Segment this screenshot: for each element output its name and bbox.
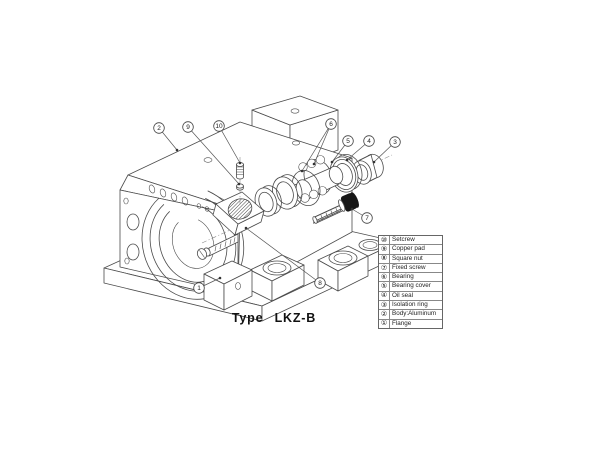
flange-screw xyxy=(196,233,239,260)
leader-dot xyxy=(218,276,222,280)
part-number: ⑦ xyxy=(379,263,390,273)
square-nut xyxy=(212,191,265,236)
part-label: Bearing cover xyxy=(392,282,431,290)
part-number: ③ xyxy=(379,301,390,310)
ring-washer-b xyxy=(272,174,303,210)
part-label: Flange xyxy=(392,319,412,327)
leader-dot xyxy=(345,158,349,162)
callout-bubble-10 xyxy=(213,120,225,132)
callout-bubble-8 xyxy=(314,277,326,289)
callout-number: 6 xyxy=(329,121,333,128)
callout-number: 1 xyxy=(197,285,201,292)
callout-bubble-3 xyxy=(389,136,401,148)
leader-dot xyxy=(372,160,376,164)
leader-dot xyxy=(350,207,354,211)
part-label: Fixed screw xyxy=(392,263,426,271)
callout-leader xyxy=(218,125,241,164)
leader-dot xyxy=(237,182,241,186)
part-label: Copper pad xyxy=(392,245,425,253)
part-number: ② xyxy=(379,310,390,319)
bearing xyxy=(291,155,344,207)
leader-dot xyxy=(300,169,304,173)
callout-number: 4 xyxy=(367,138,371,145)
callout-leader xyxy=(187,126,240,185)
part-label: Square nut xyxy=(392,254,423,262)
front-face-holes xyxy=(123,197,140,265)
exploded-parts xyxy=(201,153,393,244)
leader-dot xyxy=(244,226,248,230)
boss-right xyxy=(317,245,369,292)
part-label: Bearing xyxy=(392,273,414,281)
part-number: ④ xyxy=(379,291,390,301)
callout-number: 2 xyxy=(157,125,161,132)
callout-bubble-9 xyxy=(182,121,194,133)
callout-number: 10 xyxy=(215,123,223,130)
callout-number: 8 xyxy=(318,280,322,287)
callout-bubble-1 xyxy=(193,282,205,294)
callout-bubble-6 xyxy=(325,118,337,130)
setscrew-and-pad xyxy=(236,157,244,205)
callout-bubble-5 xyxy=(342,135,354,147)
part-number: ⑩ xyxy=(379,236,390,245)
part-number: ① xyxy=(379,319,390,328)
leader-dot xyxy=(330,160,334,164)
ring-washer-a xyxy=(254,185,282,217)
part-label: Setcrew xyxy=(392,236,415,243)
part-label: Oil seal xyxy=(392,291,413,299)
callout-bubble-4 xyxy=(363,135,375,147)
callout-number: 3 xyxy=(393,139,397,146)
callout-bubble-2 xyxy=(153,122,165,134)
part-label: Isolation ring xyxy=(392,301,428,309)
screw-head xyxy=(338,192,359,212)
leader-dot xyxy=(312,162,316,166)
callout-leader xyxy=(313,123,332,165)
part-number: ⑧ xyxy=(379,254,390,263)
diagram-title: Type LKZ-B xyxy=(231,311,317,325)
part-number: ⑤ xyxy=(379,282,390,291)
part-number: ⑨ xyxy=(379,245,390,254)
callout-number: 7 xyxy=(365,215,369,222)
callout-layer: 2 9 10 6 5 4 3 7 8 1 xyxy=(153,118,401,294)
callout-number: 9 xyxy=(186,124,190,131)
part-label: Body:Aluminum xyxy=(392,310,437,318)
mount-bosses xyxy=(249,245,369,302)
leader-dot xyxy=(238,161,242,165)
stamp-marks xyxy=(148,184,210,212)
callout-leader xyxy=(245,227,321,284)
leader-dot xyxy=(175,148,179,152)
flange-block xyxy=(203,260,253,311)
callout-number: 5 xyxy=(346,138,350,145)
fixed-screw xyxy=(312,192,359,224)
part-number: ⑥ xyxy=(379,273,390,282)
callout-bubble-7 xyxy=(361,212,373,224)
callout-leader xyxy=(301,123,332,172)
